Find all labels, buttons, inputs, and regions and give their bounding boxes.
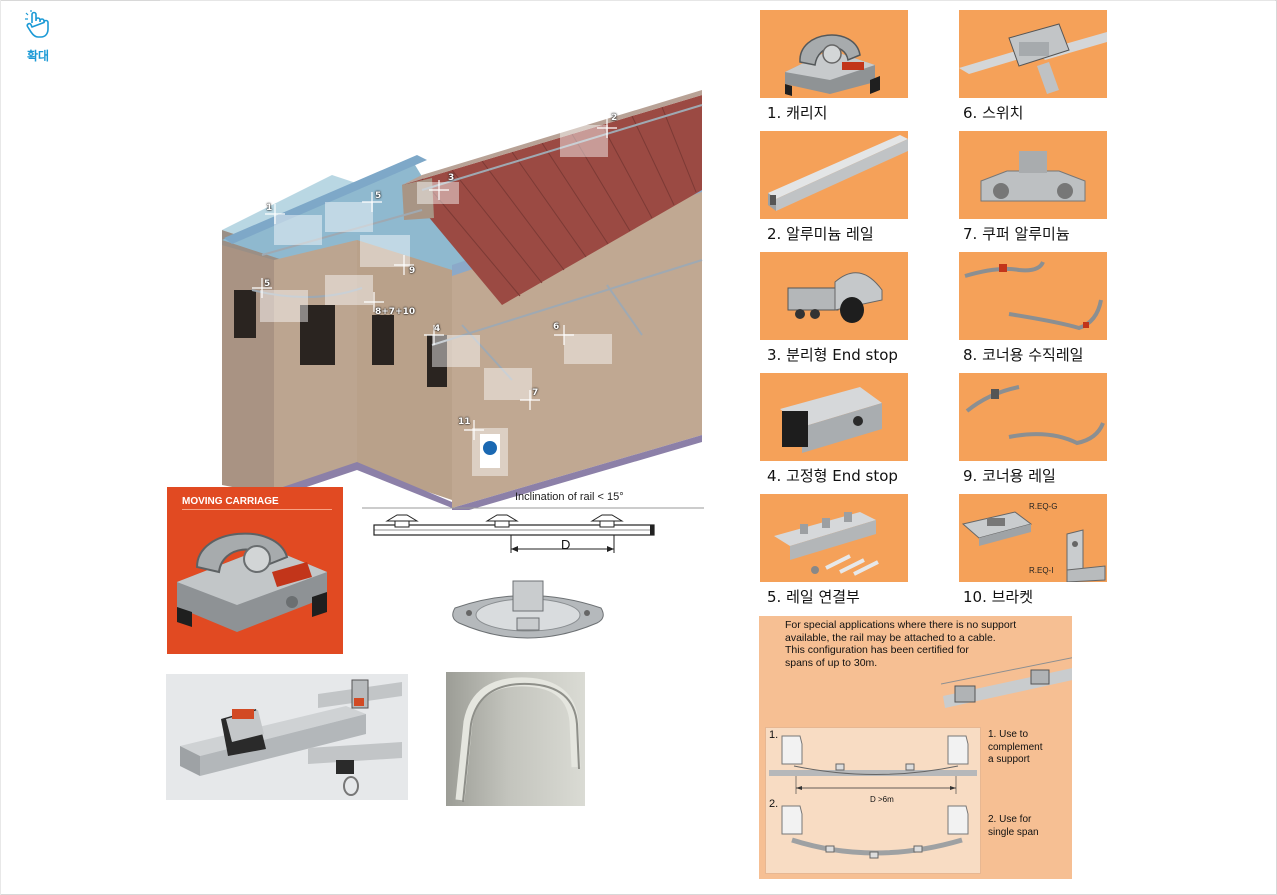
fixed-end-stop-image [780,387,882,453]
product-tile-detachable-end-stop [760,252,908,340]
product-tile-corner-rail [959,373,1107,461]
diagram-distance-label: D >6m [870,795,894,804]
callout-1: 1 [266,203,273,213]
product-tile-fixed-end-stop [760,373,908,461]
rail-base-plate [452,580,604,639]
use-case-2: 2. Use for single span [988,814,1039,839]
info-line-4: spans of up to 30m. [785,656,878,669]
product-tile-bracket: R.EQ-G R.EQ-I [959,494,1107,582]
carriage-rail-photo [166,674,408,800]
callout-8-7-10: 8+7+10 [375,307,416,317]
corner-rail-image [965,385,1105,446]
product-caption-4: 4. 고정형 End stop [767,467,898,485]
use1-line-1: 1. Use to [988,729,1029,740]
use1-line-2: complement [988,741,1043,753]
callout-4: 4 [434,324,441,334]
carriage-rail-drawing [180,679,402,796]
rail-inclination-label: Inclination of rail < 15° [515,491,624,503]
use2-line-1: 2. Use for [988,814,1032,825]
product-caption-2: 2. 알루미늄 레일 [767,225,874,243]
bent-rail-photo [446,672,585,806]
left-rule [0,0,1,895]
carriage-title-rule [182,509,332,510]
callout-7: 7 [532,388,539,398]
coupler-image [980,151,1086,202]
product-caption-9: 9. 코너용 레일 [963,467,1056,485]
switch-image [959,23,1107,94]
diagram-number-1: 1. [769,729,779,741]
callout-5-roof: 5 [375,191,382,201]
product-caption-8: 8. 코너용 수직레일 [963,346,1084,364]
cable-diagram-drawing [769,735,977,859]
bracket-label-reqi: R.EQ-I [1029,566,1054,575]
use1-line-3: a support [988,754,1030,765]
product-tile-carriage [760,10,908,98]
use-case-1: 1. Use to complement a support [988,729,1042,767]
vertical-corner-rail-image [964,261,1103,331]
product-tile-vertical-corner-rail [959,252,1107,340]
carriage-image [785,34,880,96]
callout-11: 11 [458,417,471,427]
use2-line-2: single span [988,826,1039,838]
rail-connector-image [774,512,879,576]
product-caption-3: 3. 분리형 End stop [767,346,898,364]
product-tile-rail-connector [760,494,908,582]
moving-carriage-title: MOVING CARRIAGE [182,496,279,507]
product-tile-switch [959,10,1107,98]
info-line-3: This configuration has been certified fo… [785,644,969,656]
callout-5-wall: 5 [264,279,271,289]
carriage-photo [177,532,327,632]
cable-application-text: For special applications where there is … [785,619,1053,669]
cable-rail-image [941,657,1072,708]
product-tile-aluminium-rail [760,131,908,219]
rail-distance-label: D [561,537,571,552]
cable-diagram: 1. 2. D >6m [765,727,981,874]
info-line-1: For special applications where there is … [785,619,1017,631]
callout-2: 2 [611,113,618,123]
callout-6: 6 [553,322,560,332]
info-line-2: available, the rail may be attached to a… [785,631,996,644]
zoom-button[interactable]: 확대 [18,10,58,63]
product-caption-6: 6. 스위치 [963,104,1024,122]
product-caption-5: 5. 레일 연결부 [767,588,860,606]
bracket-image [961,511,1106,582]
product-caption-7: 7. 쿠퍼 알루미늄 [963,225,1070,243]
bent-rail-drawing [455,677,581,803]
hand-pointer-icon [25,10,49,38]
bracket-label-reqg: R.EQ-G [1029,502,1058,511]
cable-application-panel: For special applications where there is … [759,616,1072,879]
detachable-end-stop-image [787,272,883,323]
zoom-label: 확대 [26,49,50,63]
building-drawing [222,90,703,515]
callout-9: 9 [409,266,416,276]
building-illustration: 1 5 9 3 2 5 8+7+10 4 6 7 11 [222,90,704,515]
callout-3: 3 [448,173,455,183]
product-caption-10: 10. 브라켓 [963,588,1034,606]
top-rule [160,0,1275,1]
product-tile-coupler [959,131,1107,219]
diagram-number-2: 2. [769,798,779,810]
aluminium-rail-image [768,135,908,211]
moving-carriage-panel: MOVING CARRIAGE [167,487,343,654]
rail-diagram [362,507,704,553]
product-caption-1: 1. 캐리지 [767,104,828,122]
